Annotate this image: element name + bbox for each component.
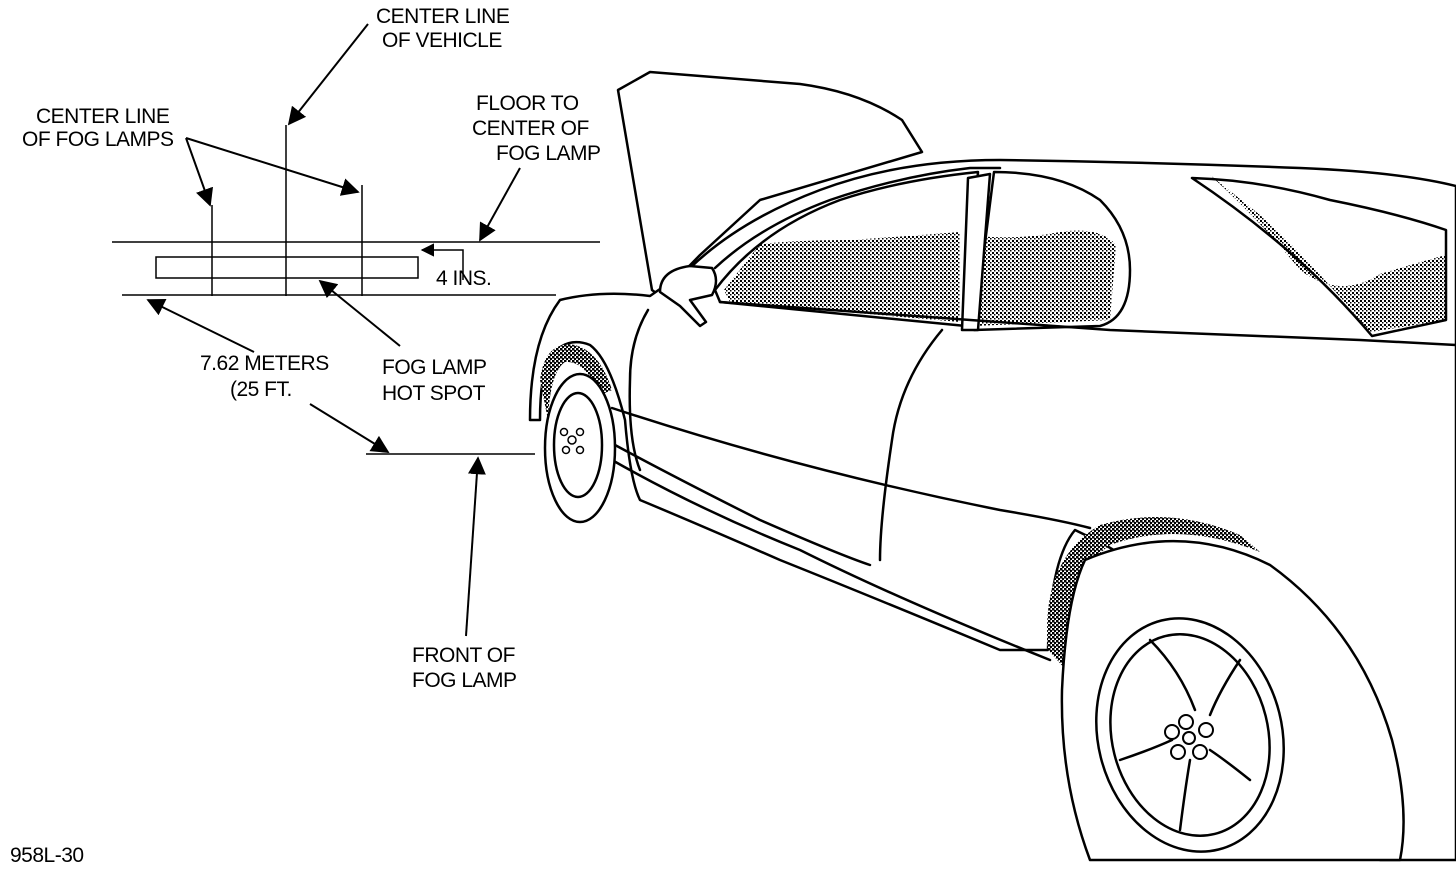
front-door-edge: [628, 308, 650, 472]
rear-rim-spoke: [1208, 748, 1252, 782]
rear-rim-spoke: [1208, 658, 1242, 717]
arrow-floor-to-center: [479, 167, 521, 242]
rear-rim-spoke: [1178, 758, 1192, 832]
label-four-ins: 4 INS.: [436, 267, 491, 290]
arrow-fog-lamp-left: [185, 137, 214, 207]
label-hot-spot-1: FOG LAMP: [382, 356, 487, 379]
open-hood: [616, 70, 924, 298]
side-mirror: [658, 264, 718, 328]
rear-lug-nut: [1192, 744, 1208, 760]
front-window-frame: [713, 170, 980, 328]
label-front-of-fog-2: FOG LAMP: [412, 669, 517, 692]
aiming-screen: [112, 125, 600, 455]
front-rim: [552, 391, 604, 499]
belt-line: [718, 300, 1456, 347]
car-illustration: [528, 70, 1456, 862]
rear-lug-nut: [1164, 724, 1180, 740]
label-center-line-fog-2: OF FOG LAMPS: [22, 128, 174, 151]
label-center-line-vehicle-2: OF VEHICLE: [382, 29, 502, 52]
front-hub-bolt: [561, 445, 571, 455]
label-distance-2: (25 FT.: [230, 378, 292, 401]
front-side-window: [724, 232, 960, 322]
label-center-line-fog-1: CENTER LINE: [36, 105, 170, 128]
side-crease: [610, 406, 1092, 530]
rear-side-window: [974, 230, 1116, 326]
front-hub-bolt: [575, 427, 585, 437]
rear-rim-spoke: [1118, 738, 1174, 762]
label-floor-to-center-1: FLOOR TO: [476, 92, 579, 115]
arrow-hot-spot: [318, 279, 401, 347]
rear-lug-nut: [1170, 744, 1186, 760]
label-front-of-fog-1: FRONT OF: [412, 644, 515, 667]
arrow-fog-lamp-right: [185, 137, 360, 196]
leader-arrows: [146, 23, 521, 637]
roof-line: [713, 166, 1002, 270]
label-hot-spot-2: HOT SPOT: [382, 382, 486, 405]
labels: CENTER LINE OF VEHICLE CENTER LINE OF FO…: [10, 5, 601, 867]
b-pillar: [960, 172, 992, 332]
arrow-center-line-vehicle: [287, 23, 369, 126]
rear-quarter-window: [1210, 175, 1446, 332]
front-wheel-well: [540, 344, 612, 420]
front-hub-bolt: [559, 427, 569, 437]
front-hub-bolt: [575, 445, 585, 455]
label-distance-1: 7.62 METERS: [200, 352, 329, 375]
rear-lug-nut: [1198, 722, 1214, 738]
rear-rim-inner: [1109, 632, 1271, 838]
front-hub-bolt: [567, 435, 577, 445]
rocker-line-upper: [613, 443, 872, 567]
rear-hub-cap: [1182, 731, 1196, 745]
arrow-distance-start: [146, 299, 255, 353]
arrow-distance-end: [309, 403, 390, 453]
rear-quarter-frame: [1190, 176, 1448, 338]
rear-rim-spoke: [1148, 638, 1197, 712]
arrow-front-of-fog-lamp: [465, 456, 486, 637]
figure-id: 958L-30: [10, 844, 84, 867]
label-floor-to-center-2: CENTER OF: [472, 117, 589, 140]
label-floor-to-center-3: FOG LAMP: [496, 142, 601, 165]
rocker-line-lower: [610, 458, 1052, 662]
rear-door-edge: [878, 328, 944, 562]
rear-window-frame: [972, 170, 1132, 332]
four-inch-bracket: [420, 243, 464, 280]
rear-lug-nut: [1178, 714, 1194, 730]
label-center-line-vehicle-1: CENTER LINE: [376, 5, 510, 28]
hot-spot-rectangle: [155, 256, 419, 279]
